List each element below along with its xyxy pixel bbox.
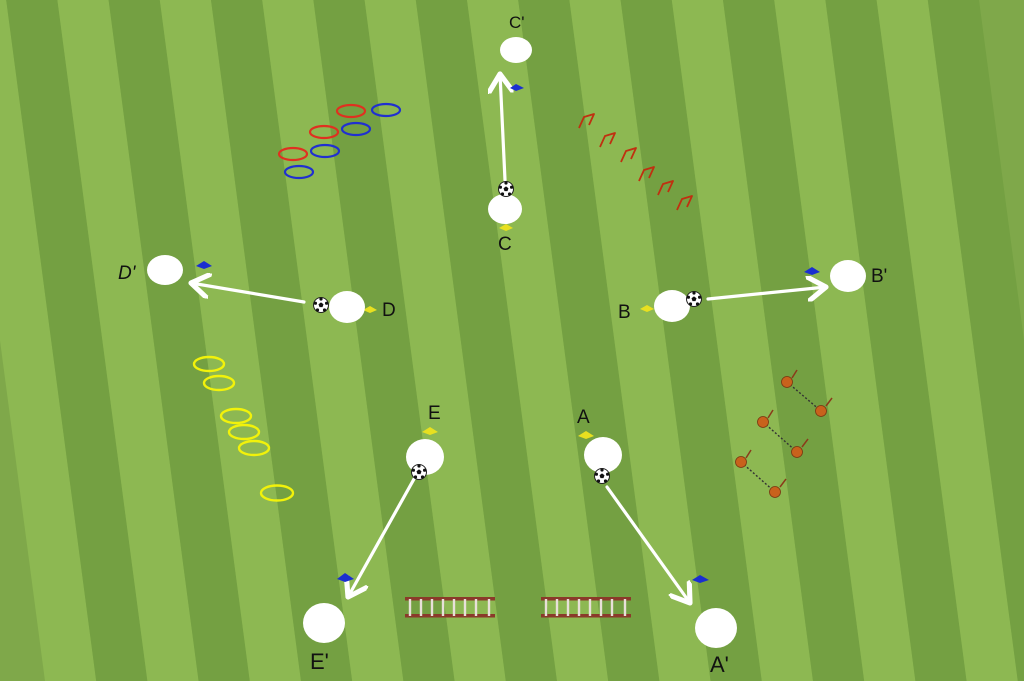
pitch-stripe bbox=[262, 0, 404, 681]
blue-ring-icon bbox=[309, 143, 341, 159]
agility-ladder-icon bbox=[541, 597, 631, 618]
pass-arrows bbox=[191, 74, 826, 603]
soccer-ball-icon bbox=[498, 180, 514, 197]
blue-marker-icon bbox=[337, 573, 354, 582]
player-labels: C' C D' D B B' E A E' A' bbox=[118, 13, 887, 677]
pole-pairs bbox=[735, 369, 833, 498]
pitch-stripe bbox=[927, 0, 1024, 681]
soccer-ball-icon bbox=[313, 296, 329, 313]
label-e: E bbox=[428, 403, 441, 424]
pitch-stripe bbox=[876, 0, 1018, 681]
ring-cluster-red-blue bbox=[277, 102, 402, 180]
yellow-marker-icon bbox=[422, 427, 438, 435]
pitch-stripe bbox=[0, 0, 97, 681]
red-ring-icon bbox=[335, 103, 367, 119]
yellow-marker-icon bbox=[363, 306, 377, 313]
label-c: C bbox=[498, 234, 512, 255]
pitch-stripe bbox=[6, 0, 148, 681]
players bbox=[147, 37, 866, 648]
yellow-marker-icon bbox=[499, 224, 513, 231]
label-a: A bbox=[577, 407, 590, 428]
mini-hurdle-icon bbox=[676, 195, 693, 211]
player-b-prime bbox=[830, 260, 866, 292]
player-a-prime bbox=[695, 608, 737, 648]
blue-marker-icon bbox=[692, 575, 709, 583]
agility-ladder-icon bbox=[405, 597, 495, 618]
label-a-prime: A' bbox=[710, 652, 729, 677]
blue-marker-icon bbox=[196, 261, 212, 269]
pitch-stripe bbox=[723, 0, 865, 681]
label-e-prime: E' bbox=[310, 649, 329, 674]
player-c-prime bbox=[500, 37, 532, 63]
yellow-ring-icon bbox=[202, 374, 236, 392]
pitch-stripe bbox=[774, 0, 916, 681]
mini-hurdle-icon bbox=[657, 180, 674, 196]
yellow-ring-icon bbox=[219, 407, 253, 425]
player-d-prime bbox=[147, 255, 183, 285]
player-e-prime bbox=[303, 603, 345, 643]
pitch-stripe bbox=[364, 0, 506, 681]
red-ring-icon bbox=[277, 146, 309, 162]
pole-pair-icon bbox=[757, 409, 809, 458]
player-b bbox=[654, 290, 690, 322]
pole-pair-icon bbox=[781, 369, 833, 417]
yellow-ring-icon bbox=[259, 484, 295, 502]
pitch-stripe bbox=[825, 0, 967, 681]
pitch-stripe bbox=[569, 0, 711, 681]
pitch-stripe bbox=[415, 0, 557, 681]
blue-marker-icon bbox=[804, 267, 820, 275]
player-d bbox=[329, 291, 365, 323]
mini-hurdle-icon bbox=[578, 113, 595, 129]
pitch-stripe bbox=[313, 0, 455, 681]
pitch-stripe bbox=[57, 0, 199, 681]
cone-markers bbox=[196, 84, 820, 583]
label-d: D bbox=[382, 300, 396, 321]
pitch-stripe bbox=[467, 0, 609, 681]
pitch-stripe bbox=[211, 0, 353, 681]
yellow-ring-icon bbox=[192, 355, 226, 373]
mini-hurdle-icon bbox=[599, 132, 616, 148]
mini-hurdle-row bbox=[578, 113, 693, 211]
label-c-prime: C' bbox=[509, 13, 525, 32]
yellow-marker-icon bbox=[578, 431, 594, 439]
label-d-prime: D' bbox=[118, 263, 137, 284]
pitch-stripe bbox=[159, 0, 301, 681]
arrow-c-to-c-prime bbox=[500, 74, 505, 182]
arrow-d-to-d-prime bbox=[191, 283, 306, 304]
arrow-e-to-e-prime bbox=[348, 477, 416, 597]
player-c bbox=[488, 194, 522, 224]
yellow-marker-icon bbox=[640, 305, 654, 312]
ring-cluster-yellow bbox=[192, 355, 295, 502]
pitch-stripe bbox=[671, 0, 813, 681]
blue-ring-icon bbox=[340, 121, 372, 137]
label-b-prime: B' bbox=[871, 266, 887, 287]
arrow-b-to-b-prime bbox=[706, 287, 826, 299]
mini-hurdle-icon bbox=[638, 166, 655, 182]
soccer-ball-icon bbox=[594, 467, 610, 484]
player-a bbox=[584, 437, 622, 473]
red-ring-icon bbox=[308, 124, 340, 140]
soccer-ball-icon bbox=[686, 290, 702, 307]
arrow-a-to-a-prime bbox=[605, 485, 690, 603]
blue-ring-icon bbox=[370, 102, 402, 118]
mini-hurdle-icon bbox=[620, 147, 637, 163]
pole-pair-icon bbox=[735, 449, 787, 498]
soccer-ball-icon bbox=[411, 463, 427, 480]
blue-ring-icon bbox=[283, 164, 315, 180]
label-b: B bbox=[618, 302, 631, 323]
pitch-stripe bbox=[108, 0, 250, 681]
blue-marker-icon bbox=[510, 84, 524, 91]
yellow-ring-icon bbox=[227, 423, 261, 441]
pitch-stripe bbox=[620, 0, 762, 681]
yellow-ring-icon bbox=[237, 439, 271, 457]
